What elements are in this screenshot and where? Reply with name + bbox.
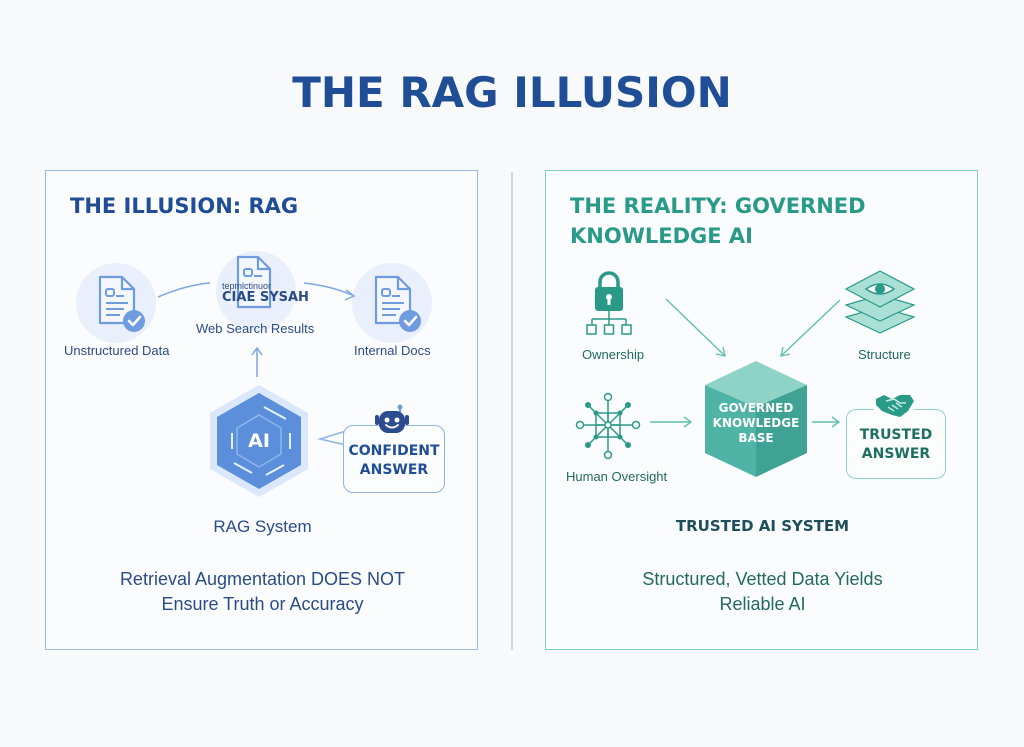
web-search-overlay-small: tepmlctinuor <box>222 281 272 291</box>
bubble-pointer <box>317 430 347 446</box>
flow-arrows <box>157 282 356 377</box>
knowledge-base-text: GOVERNED KNOWLEDGE BASE <box>701 401 811 446</box>
reality-title-line2: KNOWLEDGE AI <box>570 224 753 248</box>
panel-divider <box>511 172 513 650</box>
confident-answer-line1: CONFIDENT <box>348 443 440 459</box>
ai-hexagon-icon: AI <box>210 385 308 497</box>
unstructured-data-label: Unstructured Data <box>64 343 170 358</box>
robot-icon <box>375 404 409 433</box>
illusion-footer: Retrieval Augmentation DOES NOT Ensure T… <box>46 567 479 617</box>
trusted-answer-line1: TRUSTED <box>859 427 933 443</box>
human-oversight-label: Human Oversight <box>566 469 668 484</box>
confident-answer-bubble: CONFIDENT ANSWER <box>343 425 445 493</box>
knowledge-base-line3: BASE <box>738 431 774 445</box>
document-check-icon <box>98 275 145 332</box>
illusion-panel-title: THE ILLUSION: RAG <box>70 194 299 218</box>
network-icon <box>575 392 641 460</box>
illusion-footer-line2: Ensure Truth or Accuracy <box>161 594 364 614</box>
lock-hierarchy-icon <box>586 271 632 335</box>
trusted-ai-system-label: TRUSTED AI SYSTEM <box>675 517 850 535</box>
trusted-answer-line2: ANSWER <box>861 446 931 462</box>
confident-answer-line2: ANSWER <box>359 462 429 478</box>
ownership-label: Ownership <box>582 347 645 362</box>
web-search-overlay-large: CIAE SYSAH <box>222 290 309 305</box>
flow-arrows <box>650 298 841 428</box>
structure-label: Structure <box>858 347 911 362</box>
reality-title-line1: THE REALITY: GOVERNED <box>570 194 866 218</box>
web-search-label: Web Search Results <box>196 321 315 336</box>
layers-eye-icon <box>844 270 916 334</box>
knowledge-base-line1: GOVERNED <box>718 401 794 415</box>
main-title: THE RAG ILLUSION <box>292 68 732 117</box>
reality-footer: Structured, Vetted Data Yields Reliable … <box>546 567 979 617</box>
rag-system-label: RAG System <box>213 517 312 536</box>
illusion-footer-line1: Retrieval Augmentation DOES NOT <box>119 569 406 589</box>
trusted-answer-box: TRUSTED ANSWER <box>846 409 946 479</box>
cube-icon <box>705 361 807 477</box>
illusion-panel: THE ILLUSION: RAG Unstructured Data tepm… <box>45 170 478 650</box>
document-icon <box>236 255 272 309</box>
reality-panel-title: THE REALITY: GOVERNED KNOWLEDGE AI <box>570 191 930 251</box>
handshake-icon <box>874 391 914 419</box>
reality-footer-line1: Structured, Vetted Data Yields <box>642 569 883 589</box>
internal-docs-label: Internal Docs <box>354 343 431 358</box>
document-check-icon <box>374 275 421 332</box>
knowledge-base-line2: KNOWLEDGE <box>712 416 800 430</box>
svg-text:AI: AI <box>248 430 270 452</box>
reality-panel: THE REALITY: GOVERNED KNOWLEDGE AI Owner… <box>545 170 978 650</box>
reality-footer-line2: Reliable AI <box>719 594 806 614</box>
